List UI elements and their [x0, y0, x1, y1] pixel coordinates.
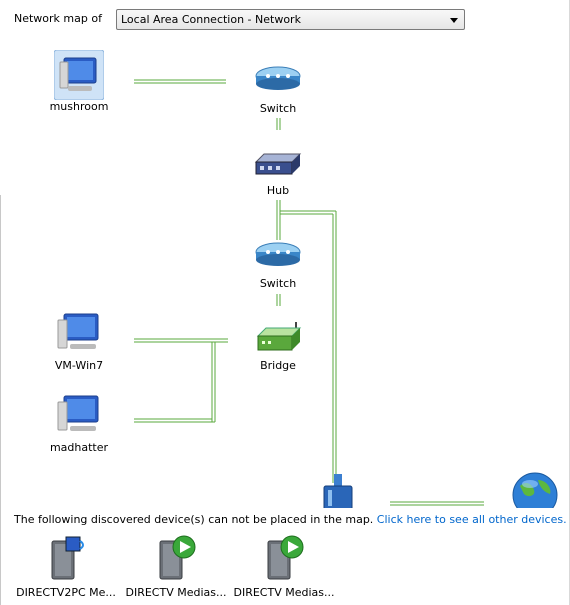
node-label: madhatter	[49, 441, 109, 454]
media-device-3[interactable]: DIRECTV Medias...	[230, 535, 338, 599]
media-device-label: DIRECTV Medias...	[125, 586, 227, 599]
node-label: Switch	[259, 277, 297, 290]
computer-icon	[57, 313, 99, 349]
see-all-devices-link[interactable]: Click here to see all other devices.	[376, 513, 567, 526]
bridge-icon	[256, 322, 302, 351]
node-internet[interactable]	[512, 472, 558, 508]
gateway-icon	[323, 474, 353, 508]
discovered-devices-text: The following discovered device(s) can n…	[14, 513, 374, 526]
node-vm-win7[interactable]: VM-Win7	[44, 312, 114, 372]
node-mushroom[interactable]: mushroom	[44, 50, 114, 113]
node-label: Bridge	[260, 359, 296, 372]
computer-icon	[57, 395, 99, 431]
media-device-label: DIRECTV2PC Me...	[16, 586, 116, 599]
node-switch-1[interactable]: Switch	[248, 62, 308, 115]
switch-icon	[255, 66, 301, 90]
left-divider	[0, 195, 1, 605]
network-select-value: Local Area Connection - Network	[121, 13, 301, 26]
internet-globe-icon	[512, 472, 558, 508]
node-madhatter[interactable]: madhatter	[44, 394, 114, 454]
hub-icon	[254, 153, 302, 175]
node-label: VM-Win7	[54, 359, 104, 372]
discovered-devices-notice: The following discovered device(s) can n…	[14, 513, 567, 526]
media-device-icon	[51, 536, 84, 580]
chevron-down-icon[interactable]	[450, 18, 458, 23]
media-device-label: DIRECTV Medias...	[233, 586, 335, 599]
node-label: Switch	[259, 102, 297, 115]
media-device-play-icon	[267, 535, 304, 580]
switch-icon	[255, 242, 301, 266]
media-device-1[interactable]: DIRECTV2PC Me...	[14, 535, 118, 599]
computer-icon	[54, 50, 104, 100]
node-bridge[interactable]: Bridge	[248, 320, 308, 372]
network-map-label: Network map of	[14, 12, 102, 25]
media-device-2[interactable]: DIRECTV Medias...	[122, 535, 230, 599]
node-hub[interactable]: Hub	[248, 152, 308, 197]
node-label: mushroom	[49, 100, 109, 113]
media-device-play-icon	[159, 535, 196, 580]
node-switch-2[interactable]: Switch	[248, 238, 308, 290]
node-label: Hub	[266, 184, 290, 197]
node-gateway[interactable]	[320, 472, 356, 508]
network-select[interactable]: Local Area Connection - Network	[116, 9, 465, 30]
